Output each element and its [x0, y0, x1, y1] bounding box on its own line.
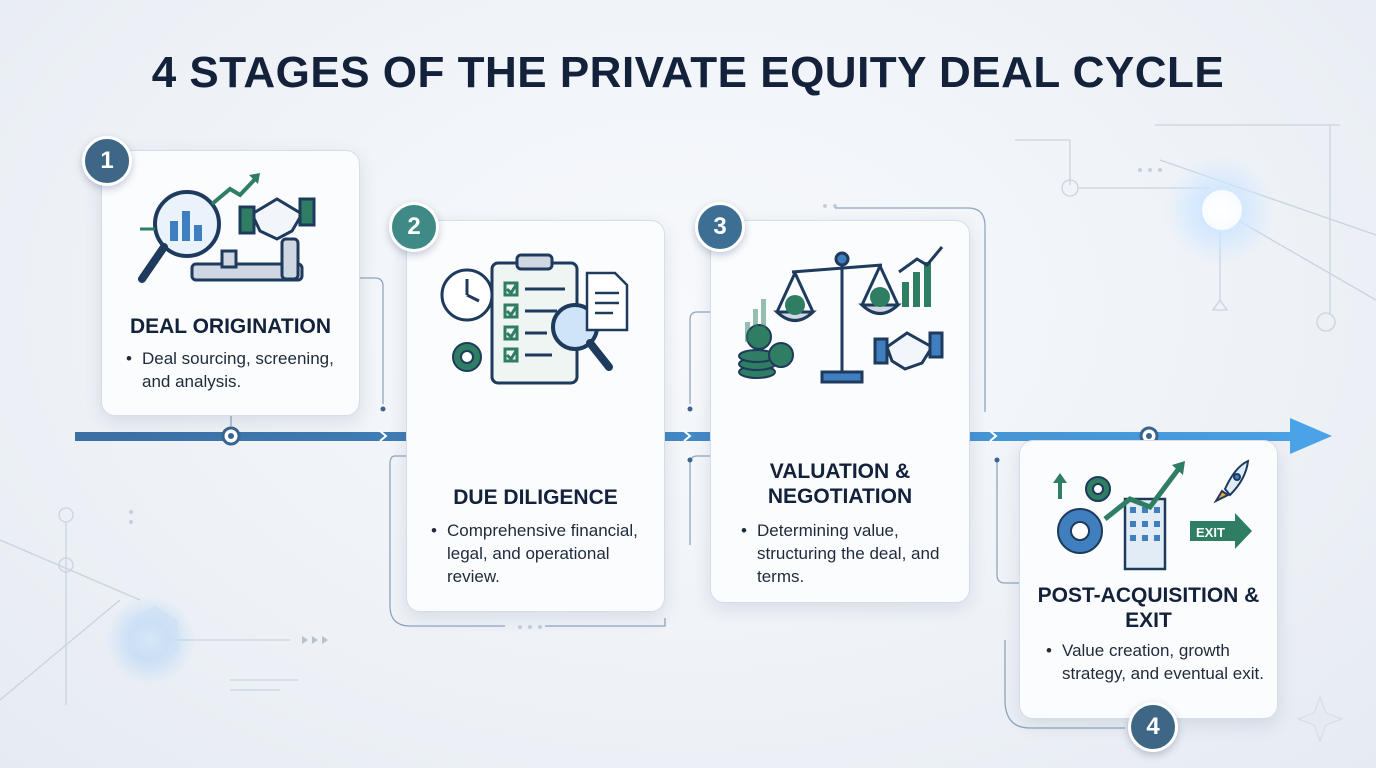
stage-4-title: POST-ACQUISITION & EXIT [1037, 584, 1260, 632]
stage-4-bullet: Value creation, growth strategy, and eve… [1044, 639, 1274, 685]
stage-3-bullet: Determining value, structuring the deal,… [739, 519, 964, 588]
stage-card-valuation-negotiation: VALUATION & NEGOTIATION Determining valu… [710, 220, 970, 603]
stage-2-bullet: Comprehensive financial, legal, and oper… [429, 519, 659, 588]
exit-arrow-icon [1190, 513, 1252, 549]
handshake-icon [238, 197, 316, 241]
stage-4-badge: 4 [1128, 702, 1178, 752]
stage-1-badge: 1 [82, 136, 132, 186]
stage-card-deal-origination: DEAL ORIGINATION Deal sourcing, screenin… [101, 150, 360, 416]
stage-2-illustration [440, 253, 629, 385]
clipboard-checklist-icon [490, 253, 579, 385]
stage-1-bullet: Deal sourcing, screening, and analysis. [124, 347, 354, 393]
stage-3-badge: 3 [695, 202, 745, 252]
stage-2-badge: 2 [389, 202, 439, 252]
handshake-icon [873, 331, 944, 371]
stage-3-illustration [738, 246, 944, 384]
rocket-icon [1213, 459, 1250, 504]
growth-arrow-icon [1103, 465, 1182, 521]
growth-arrow-icon [210, 175, 259, 206]
clock-icon [440, 268, 494, 322]
bar-chart-icon [745, 262, 931, 342]
stage-1-title: DEAL ORIGINATION [129, 315, 332, 338]
pipe-icon [190, 237, 304, 282]
stage-2-title: DUE DILIGENCE [453, 486, 618, 509]
document-icon [585, 271, 629, 332]
scale-icon [773, 251, 902, 384]
gear-icon [1057, 476, 1111, 554]
exit-label: EXIT [1196, 525, 1225, 540]
stage-4-illustration: EXIT [1053, 459, 1252, 571]
page-title: 4 STAGES OF THE PRIVATE EQUITY DEAL CYCL… [151, 48, 1225, 97]
stage-3-title: VALUATION & NEGOTIATION [767, 460, 913, 508]
stage-card-post-acquisition-exit: EXIT POST-ACQUISITION & EXIT Value creat… [1019, 440, 1278, 719]
gear-icon [452, 342, 482, 372]
stage-1-illustration [138, 173, 316, 283]
stage-card-due-diligence: DUE DILIGENCE Comprehensive financial, l… [406, 220, 665, 612]
